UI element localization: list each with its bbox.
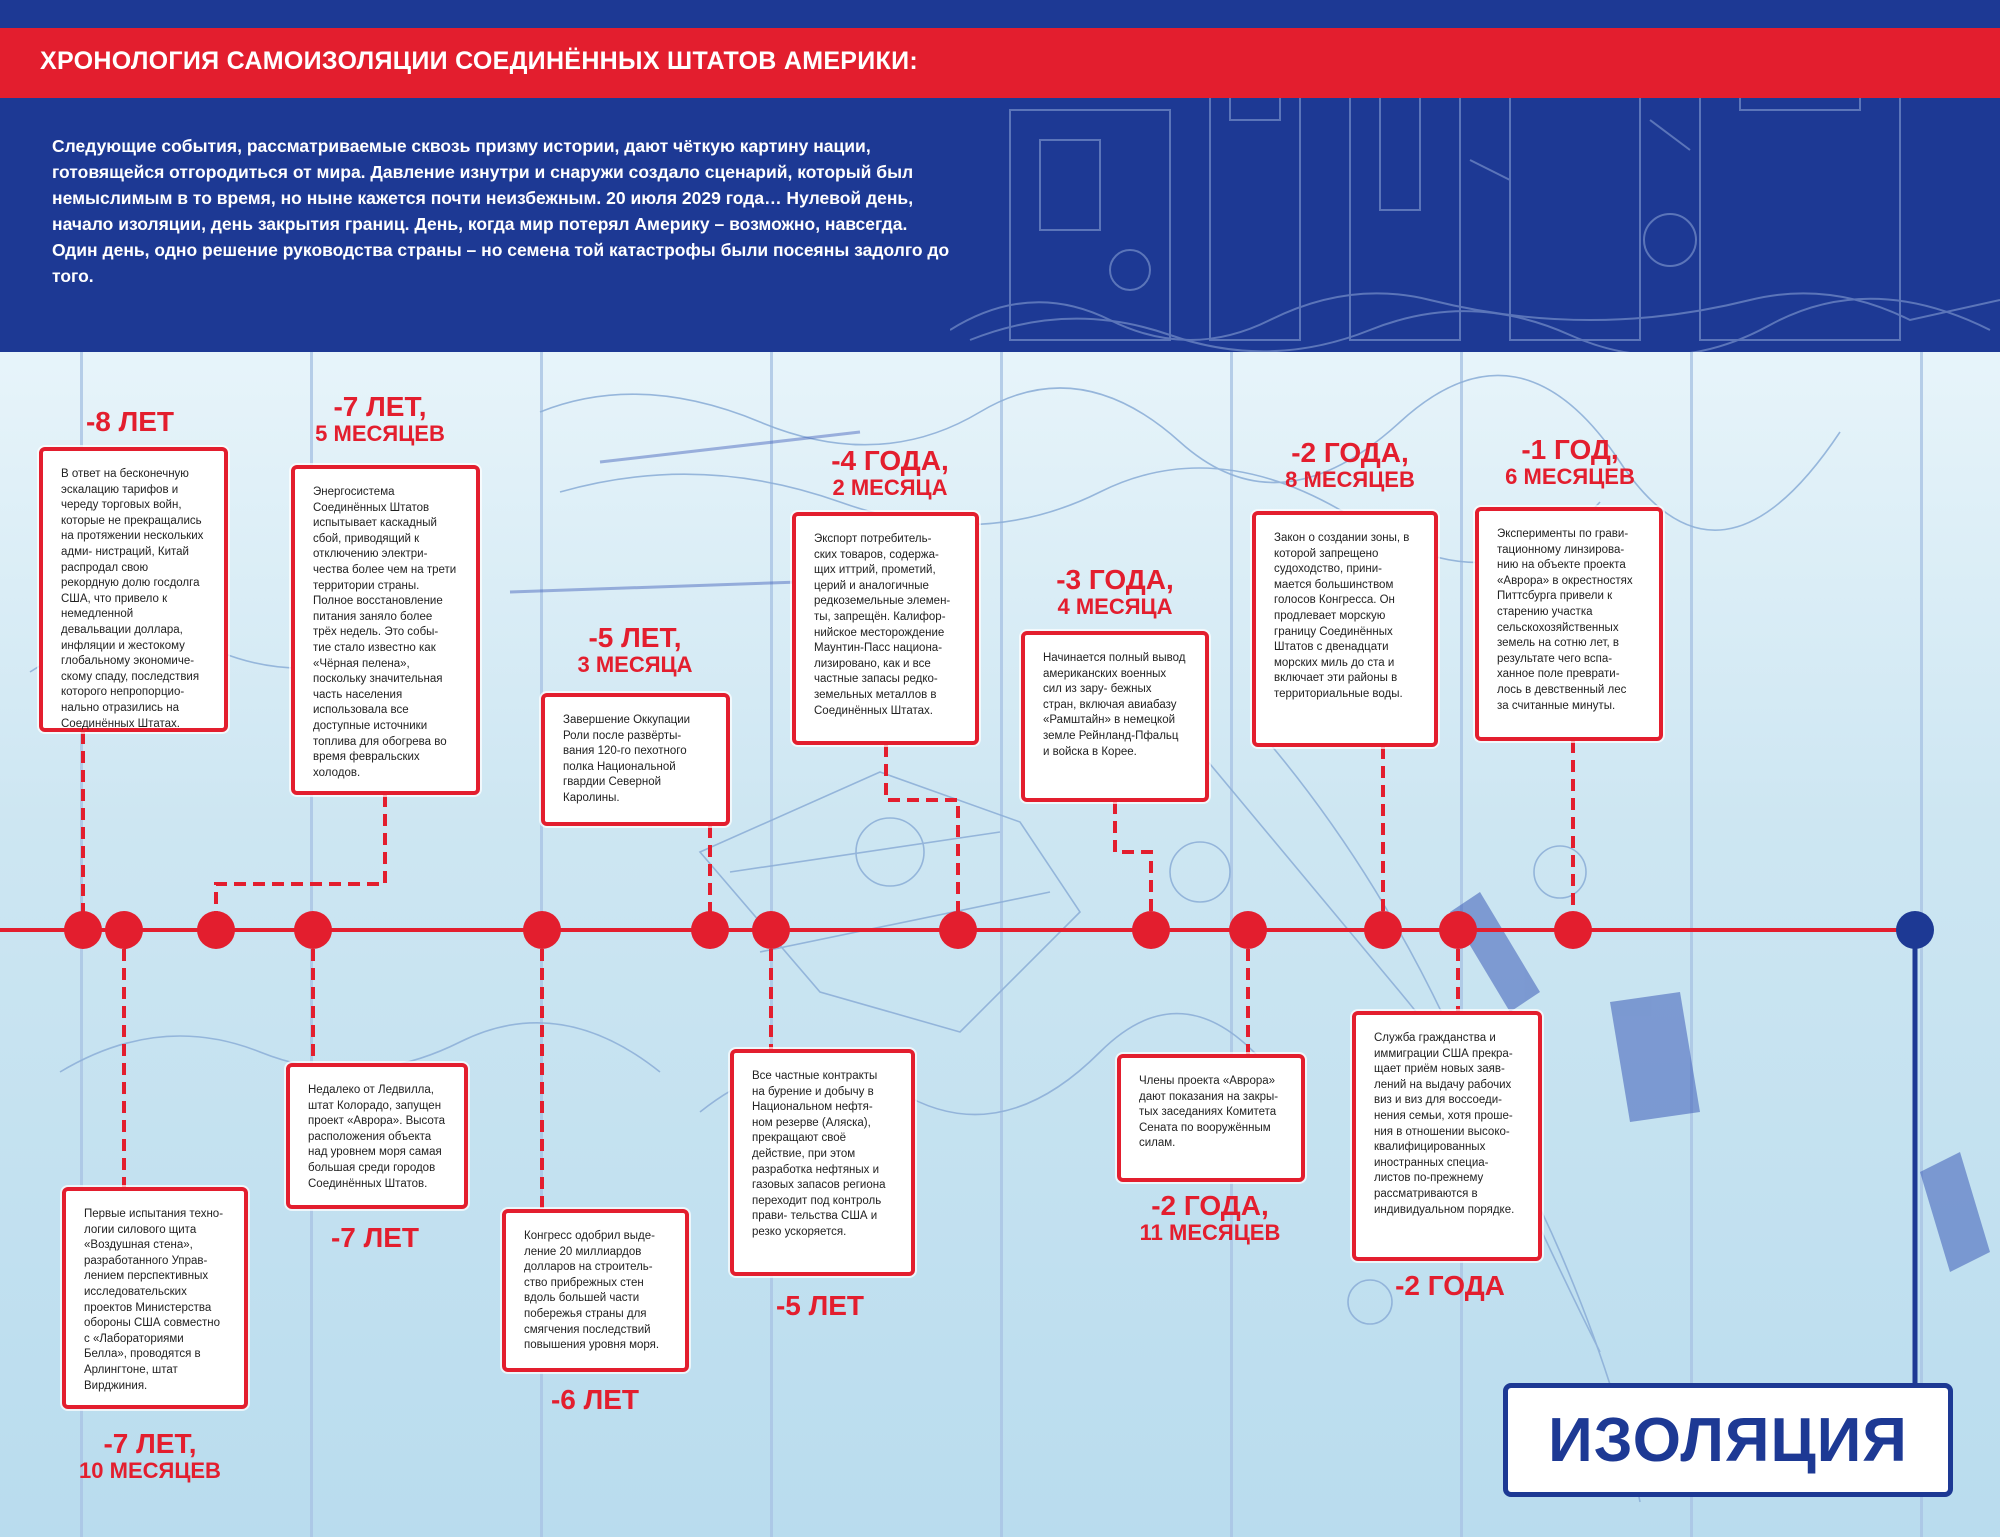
timeline-dot [1132, 911, 1170, 949]
event-box: Завершение Оккупации Роли после развёрты… [541, 693, 730, 826]
event-box: Закон о создании зоны, в которой запреще… [1252, 511, 1438, 747]
timeline-dot [523, 911, 561, 949]
time-label: -3 ГОДА,4 МЕСЯЦА [1025, 566, 1205, 618]
event-box: Члены проекта «Аврора» дают показания на… [1117, 1054, 1305, 1182]
time-label: -8 ЛЕТ [55, 408, 205, 436]
isolation-dot [1896, 911, 1934, 949]
time-label: -4 ГОДА,2 МЕСЯЦА [800, 447, 980, 499]
event-box: Начинается полный вывод американских вое… [1021, 631, 1209, 802]
isolation-box: ИЗОЛЯЦИЯ [1503, 1383, 1953, 1497]
time-label: -7 ЛЕТ,5 МЕСЯЦЕВ [290, 393, 470, 445]
timeline-dot [294, 911, 332, 949]
timeline-dot [64, 911, 102, 949]
timeline-dot [1554, 911, 1592, 949]
timeline-dot [691, 911, 729, 949]
time-label: -2 ГОДА,8 МЕСЯЦЕВ [1255, 439, 1445, 491]
event-box: Эксперименты по грави- тационному линзир… [1475, 507, 1663, 741]
timeline-dot [1439, 911, 1477, 949]
event-box: В ответ на бесконечную эскалацию тарифов… [39, 447, 228, 732]
event-box: Все частные контракты на бурение и добыч… [730, 1049, 915, 1276]
dashed-connector [1115, 802, 1151, 930]
timeline-dot [197, 911, 235, 949]
time-label: -1 ГОД,6 МЕСЯЦЕВ [1480, 436, 1660, 488]
dashed-connector [886, 745, 958, 930]
event-box: Энергосистема Соединённых Штатов испытыв… [291, 465, 480, 795]
timeline-dot [1364, 911, 1402, 949]
time-label: -2 ГОДА [1370, 1272, 1530, 1300]
time-label: -6 ЛЕТ [520, 1386, 670, 1414]
dashed-connector [216, 795, 385, 930]
isolation-label: ИЗОЛЯЦИЯ [1548, 1405, 1908, 1476]
time-label: -7 ЛЕТ,10 МЕСЯЦЕВ [55, 1430, 245, 1482]
event-box: Служба гражданства и иммиграции США прек… [1352, 1011, 1542, 1261]
event-box: Первые испытания техно- логии силового щ… [62, 1187, 248, 1409]
timeline-dot [1229, 911, 1267, 949]
timeline-dot [939, 911, 977, 949]
time-label: -2 ГОДА,11 МЕСЯЦЕВ [1120, 1192, 1300, 1244]
event-box: Конгресс одобрил выде- ление 20 миллиард… [502, 1209, 689, 1372]
event-box: Экспорт потребитель- ских товаров, содер… [792, 512, 979, 745]
event-box: Недалеко от Ледвилла, штат Колорадо, зап… [286, 1063, 468, 1209]
time-label: -5 ЛЕТ,3 МЕСЯЦА [550, 624, 720, 676]
timeline-dot [105, 911, 143, 949]
time-label: -7 ЛЕТ [300, 1224, 450, 1252]
timeline-dot [752, 911, 790, 949]
time-label: -5 ЛЕТ [740, 1292, 900, 1320]
